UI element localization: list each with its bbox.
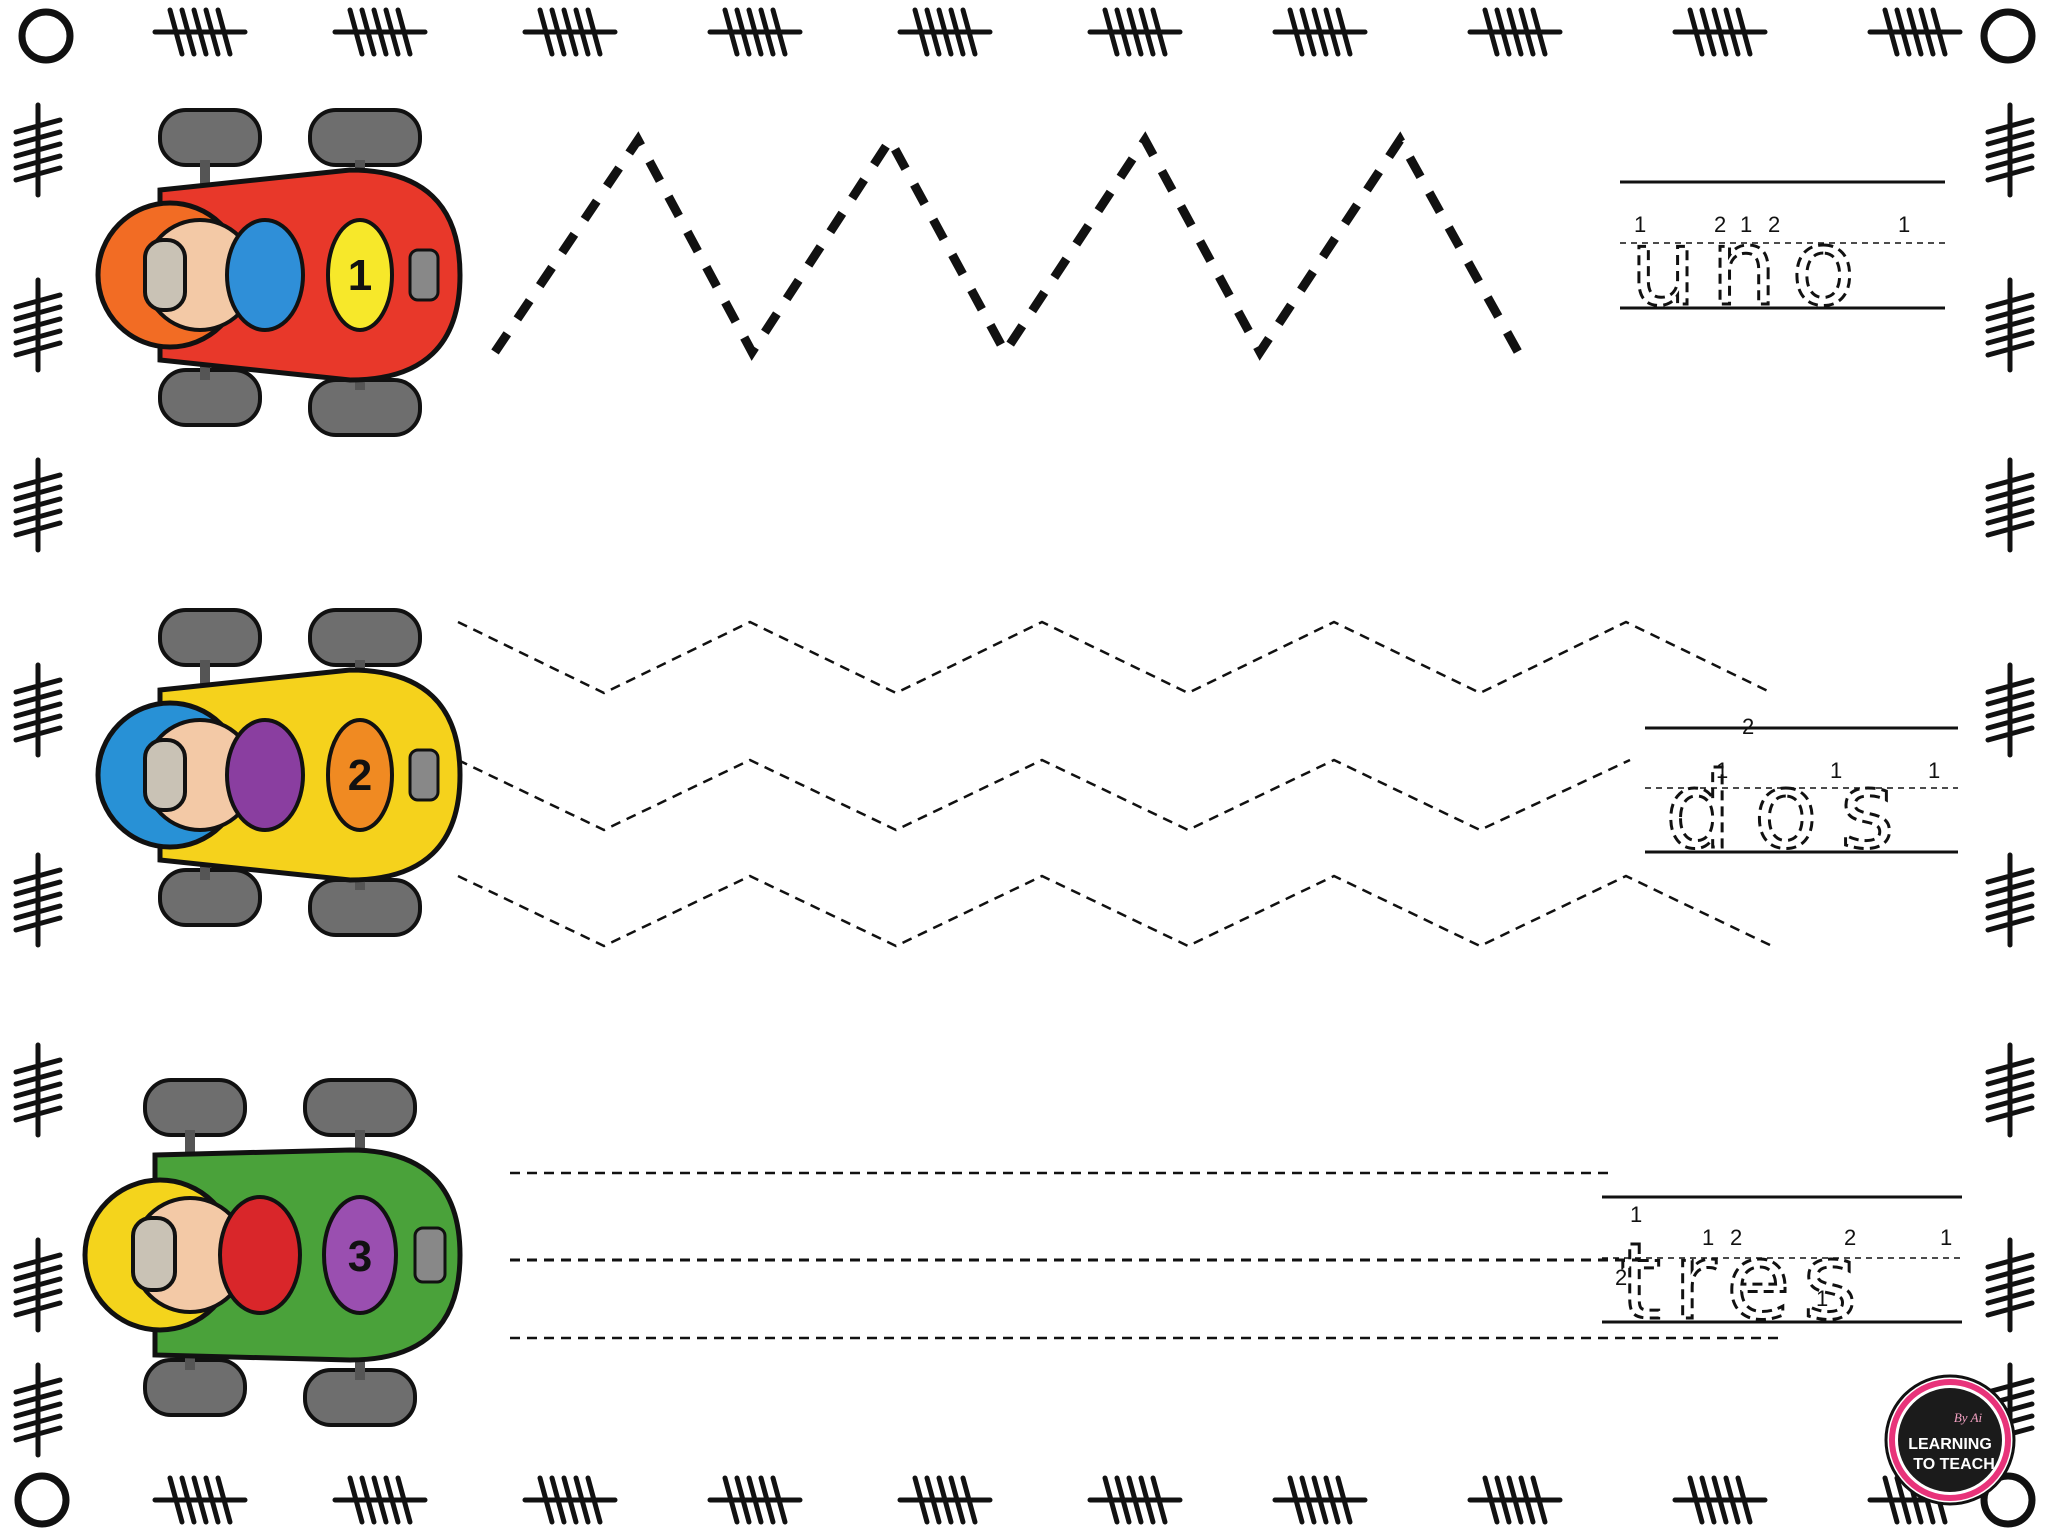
trace-zigzag-large[interactable] — [491, 131, 1522, 361]
border-flag-mark — [332, 7, 428, 57]
traceable-word[interactable]: uno — [1629, 206, 1869, 331]
border-flag-mark — [1985, 457, 2035, 553]
grille — [408, 248, 440, 302]
border-flag-mark — [13, 852, 63, 948]
border-flag-mark — [1272, 1475, 1368, 1525]
stroke-number: 2 — [1730, 1225, 1742, 1250]
stroke-number: 2 — [1768, 212, 1780, 237]
stroke-number: 1 — [1940, 1225, 1952, 1250]
stroke-number: 2 — [1615, 1265, 1627, 1290]
border-flag-mark — [707, 1475, 803, 1525]
goggles — [143, 738, 187, 812]
stroke-number: 2 — [1844, 1225, 1856, 1250]
logo-line2: TO TEACH — [1913, 1456, 1994, 1473]
stroke-number: 1 — [1740, 212, 1752, 237]
border-flag-mark — [1985, 1362, 2035, 1458]
border-flag-mark — [1985, 277, 2035, 373]
border-flag-mark — [897, 1475, 993, 1525]
border-corner-circle — [1980, 8, 2036, 64]
grille — [413, 1226, 447, 1284]
border-flag-mark — [707, 7, 803, 57]
stroke-number: 2 — [1714, 212, 1726, 237]
driver-shirt — [225, 218, 305, 332]
trace-zigzag-small[interactable] — [457, 620, 1773, 695]
trace-zigzag-small[interactable] — [457, 874, 1773, 948]
stroke-number: 1 — [1816, 1286, 1828, 1311]
border-flag-mark — [522, 7, 618, 57]
word-trace-tres: tres 1 2 1 2 2 1 1 — [1602, 1195, 1962, 1345]
border-flag-mark — [13, 102, 63, 198]
car-number: 3 — [348, 1232, 372, 1281]
border-flag-mark — [152, 7, 248, 57]
stroke-number: 1 — [1702, 1225, 1714, 1250]
border-flag-mark — [1985, 1042, 2035, 1138]
stroke-number: 1 — [1630, 1202, 1642, 1227]
grille — [408, 748, 440, 802]
border-flag-mark — [1985, 1237, 2035, 1333]
border-flag-mark — [1985, 852, 2035, 948]
race-car-2: 2 — [95, 608, 463, 937]
logo-line1: LEARNING — [1908, 1436, 1992, 1453]
logo-by: By Ai — [1954, 1410, 1983, 1425]
border-flag-mark — [1467, 1475, 1563, 1525]
border-flag-mark — [1985, 662, 2035, 758]
border-flag-mark — [1087, 1475, 1183, 1525]
border-flag-mark — [1867, 1475, 1963, 1525]
border-flag-mark — [13, 1237, 63, 1333]
goggles — [143, 238, 187, 312]
brand-logo: By Ai LEARNING TO TEACH — [1884, 1374, 2016, 1506]
stroke-number: 1 — [1716, 758, 1728, 783]
border-flag-mark — [1985, 102, 2035, 198]
car-number: 1 — [348, 251, 372, 300]
border-flag-mark — [1272, 7, 1368, 57]
border-flag-mark — [332, 1475, 428, 1525]
stroke-number: 1 — [1830, 758, 1842, 783]
traceable-word[interactable]: dos — [1664, 749, 1917, 874]
car-number: 2 — [348, 751, 372, 800]
traceable-word[interactable]: tres — [1619, 1220, 1869, 1345]
border-flag-mark — [13, 1362, 63, 1458]
trace-zigzag-small[interactable] — [457, 758, 1631, 832]
page-border — [13, 7, 2036, 1528]
border-corner-circle — [18, 8, 74, 64]
border-flag-mark — [1467, 7, 1563, 57]
driver-shirt — [218, 1195, 302, 1315]
word-trace-uno: uno 1 2 1 2 1 — [1620, 180, 1945, 331]
border-flag-mark — [1087, 7, 1183, 57]
word-trace-dos: dos 1 2 1 1 — [1645, 714, 1958, 874]
stroke-number: 2 — [1742, 714, 1754, 739]
border-flag-mark — [1867, 7, 1963, 57]
trace-zigzag-small-group — [457, 620, 1773, 948]
driver-shirt — [225, 718, 305, 832]
border-flag-mark — [13, 662, 63, 758]
stroke-number: 1 — [1898, 212, 1910, 237]
border-flag-mark — [152, 1475, 248, 1525]
border-flag-mark — [1672, 1475, 1768, 1525]
border-corner-circle — [14, 1472, 70, 1528]
border-flag-mark — [13, 277, 63, 373]
border-flag-mark — [1672, 7, 1768, 57]
car-body — [157, 167, 463, 383]
border-flag-mark — [522, 1475, 618, 1525]
trace-straight-group — [510, 1171, 1780, 1340]
race-car-1: 1 — [95, 108, 463, 437]
border-flag-mark — [13, 457, 63, 553]
number-badge — [322, 1195, 398, 1315]
stroke-number: 1 — [1634, 212, 1646, 237]
number-badge — [326, 718, 394, 832]
border-corner-circle — [1980, 1472, 2036, 1528]
tire — [158, 608, 422, 937]
goggles — [131, 1216, 177, 1292]
number-badge — [326, 218, 394, 332]
stroke-number: 1 — [1928, 758, 1940, 783]
car-body — [152, 1147, 463, 1363]
border-flag-mark — [897, 7, 993, 57]
race-car-3: 3 — [82, 1078, 463, 1427]
car-body — [157, 667, 463, 883]
border-flag-mark — [13, 1042, 63, 1138]
